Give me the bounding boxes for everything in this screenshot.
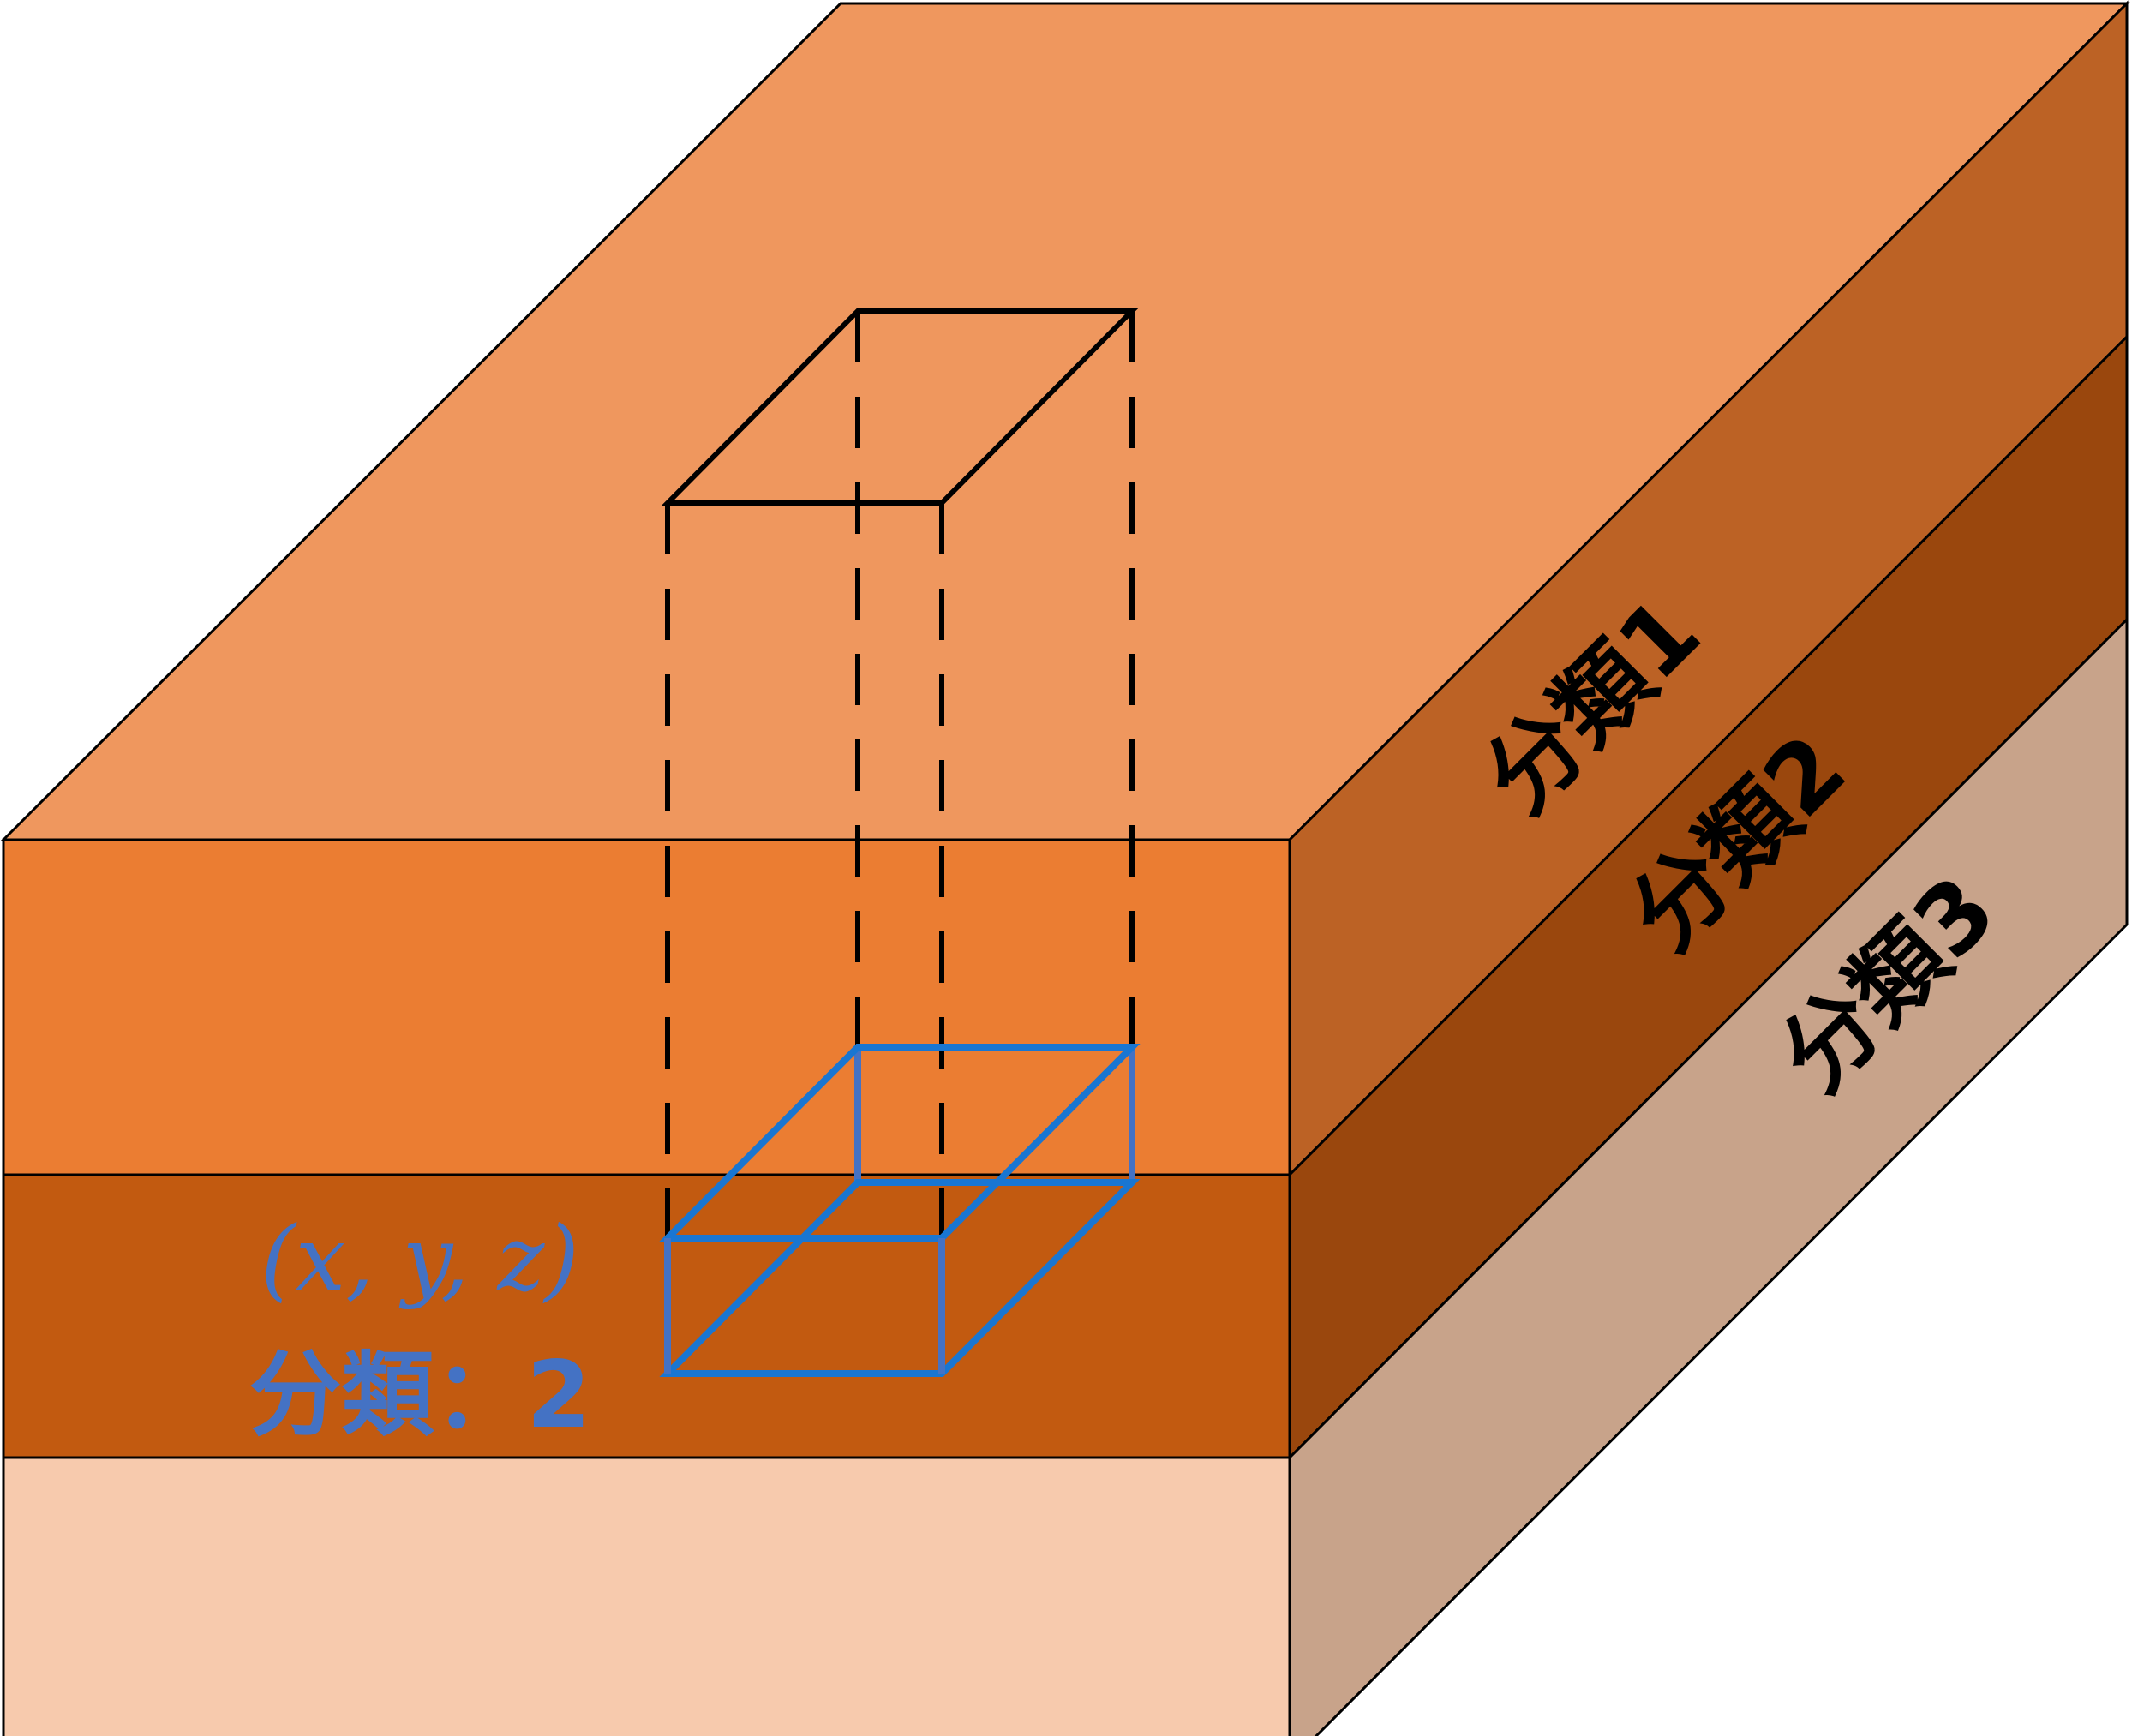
voxel-coordinate-label: (x, y, z) [261,1206,579,1311]
voxel-box [659,1044,1141,1377]
front-face-layer-3 [2,1456,1291,1736]
column-dashed-edges [665,311,1135,1238]
voxel-class-label: 分類：2 [249,1342,590,1449]
front-face-layer-1 [2,838,1291,1176]
front-face-layer-2 [2,1173,1291,1459]
side-face-layer-3 [1288,616,2129,1736]
